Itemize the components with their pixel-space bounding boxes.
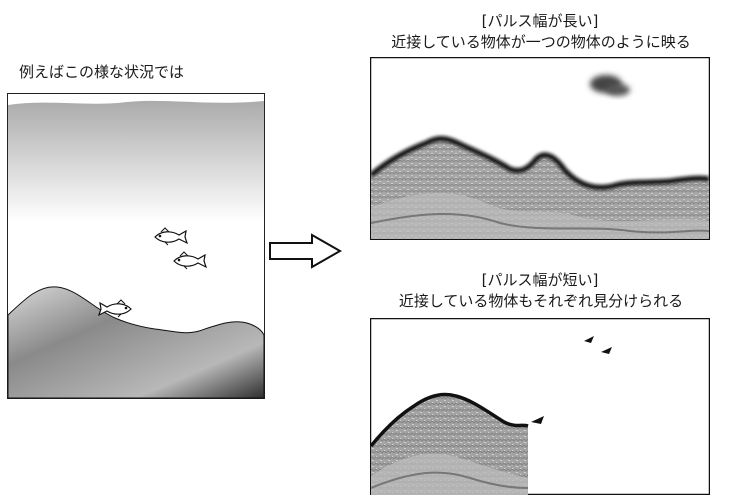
seabed xyxy=(7,286,265,399)
long-pulse-title: [パルス幅が長い] xyxy=(481,12,599,30)
fish-icon xyxy=(97,299,132,318)
long-pulse-description: 近接している物体が一つの物体のように映る xyxy=(391,33,691,51)
underwater-scene xyxy=(7,93,265,399)
sonar-display-long-pulse xyxy=(370,57,710,240)
seabed-echo-top-line xyxy=(370,136,710,190)
fish-icon xyxy=(173,251,208,270)
short-pulse-description: 近接している物体もそれぞれ見分けられる xyxy=(398,292,684,310)
short-pulse-title: [パルス幅が短い] xyxy=(481,271,599,289)
fish-echo xyxy=(531,416,544,424)
fish-echo xyxy=(601,347,612,354)
water-surface xyxy=(8,94,264,105)
right-arrow-icon xyxy=(269,233,343,269)
sonar-display-short-pulse xyxy=(370,318,710,495)
fish-icon xyxy=(154,227,189,246)
seabed-echo-top-line xyxy=(370,392,529,448)
scene-caption: 例えばこの様な状況では xyxy=(19,63,185,81)
fish-echo xyxy=(584,336,594,343)
